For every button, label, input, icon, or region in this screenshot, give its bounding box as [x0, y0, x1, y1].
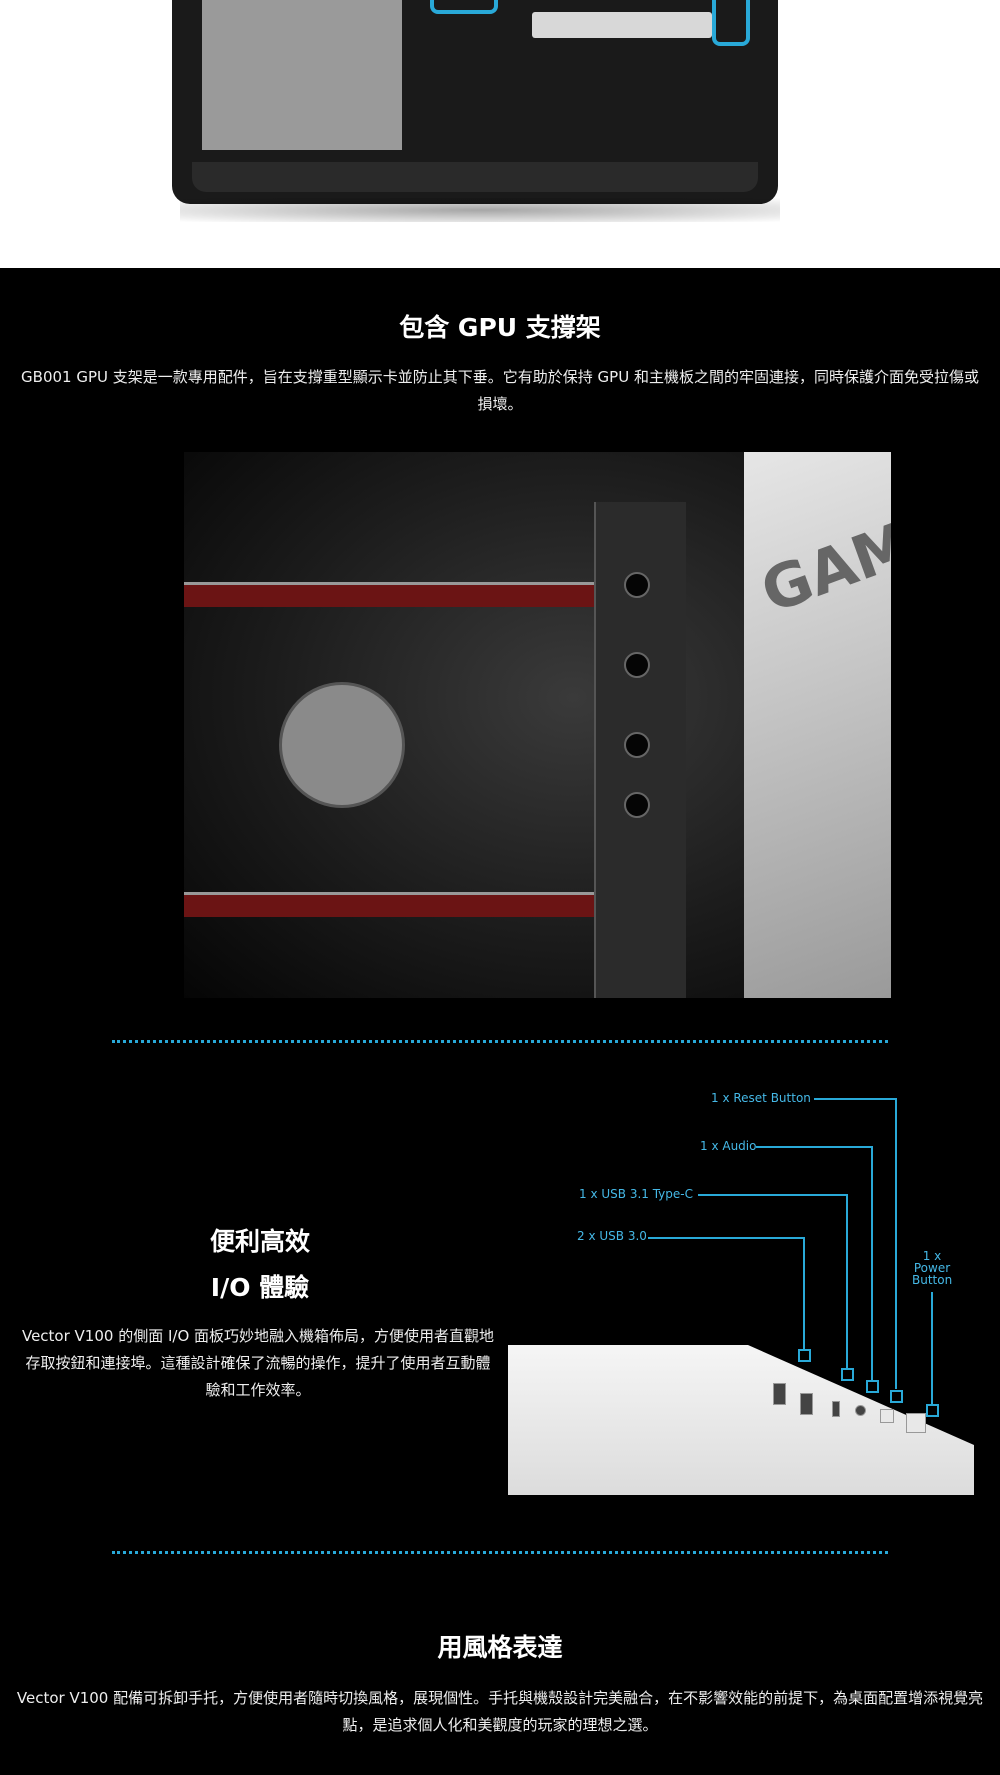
case-image-area	[0, 0, 1000, 268]
case-side-panel	[202, 0, 402, 150]
callout-usb30: 2 x USB 3.0	[577, 1229, 647, 1243]
io-panel-image	[508, 1345, 974, 1515]
case-base	[192, 162, 758, 192]
callout-line	[803, 1237, 805, 1349]
dotted-divider	[112, 1040, 888, 1043]
io-section-text: Vector V100 的側面 I/O 面板巧妙地融入機箱佈局，方便使用者直觀地…	[18, 1323, 498, 1404]
case-image	[172, 0, 778, 204]
dotted-divider-2	[112, 1551, 888, 1554]
case-shadow	[180, 198, 780, 222]
io-text-line-1: Vector V100 的側面 I/O 面板巧妙地融入機箱佈局，方便使用者直觀地	[21, 1327, 495, 1345]
io-text-line-2: 存取按鈕和連接埠。這種設計確保了流暢的操作，提升了使用者互動體	[25, 1354, 491, 1372]
callout-marker	[890, 1390, 903, 1403]
gpu-bracket-photo: GAMING	[184, 452, 891, 998]
callout-line	[756, 1146, 872, 1148]
bracket-hole	[624, 732, 650, 758]
callout-line	[648, 1237, 804, 1239]
style-section-title: 用風格表達	[437, 1633, 563, 1662]
style-text-line-1: Vector V100 配備可拆卸手托，方便使用者隨時切換風格，展現個性。手托與…	[16, 1689, 984, 1707]
callout-marker	[926, 1404, 939, 1417]
gpu-section-text: GB001 GPU 支架是一款專用配件，旨在支撐重型顯示卡並防止其下垂。它有助於…	[10, 364, 990, 418]
callout-power-line-1: 1 x	[922, 1249, 942, 1263]
callout-power: 1 x Power Button	[912, 1250, 952, 1286]
callout-power-line-3: Button	[912, 1273, 953, 1287]
callout-marker	[866, 1380, 879, 1393]
callout-marker	[798, 1349, 811, 1362]
callout-power-line-2: Power	[913, 1261, 951, 1275]
usb-port-icon	[800, 1393, 813, 1415]
style-section-text: Vector V100 配備可拆卸手托，方便使用者隨時切換風格，展現個性。手托與…	[10, 1685, 990, 1739]
style-text-line-2: 點，是追求個人化和美觀度的玩家的理想之選。	[342, 1716, 658, 1734]
pcie-slot	[184, 582, 604, 607]
gpu-card-shroud	[744, 452, 891, 998]
io-text-line-3: 驗和工作效率。	[205, 1381, 311, 1399]
callout-reset: 1 x Reset Button	[711, 1091, 811, 1105]
callout-line	[871, 1146, 873, 1380]
gpu-text-line-2: 損壞。	[477, 395, 523, 413]
pcie-slot-lower	[184, 892, 604, 917]
callout-line	[895, 1098, 897, 1389]
case-psu-shroud	[532, 12, 712, 38]
bracket-hole	[624, 652, 650, 678]
callout-marker	[841, 1368, 854, 1381]
io-panel-body	[508, 1345, 974, 1495]
bracket-hole	[624, 792, 650, 818]
callout-usb31: 1 x USB 3.1 Type-C	[579, 1187, 693, 1201]
case-cable-highlight	[430, 0, 498, 14]
cmos-battery	[279, 682, 405, 808]
callout-audio: 1 x Audio	[700, 1139, 757, 1153]
gpu-section-title: 包含 GPU 支撐架	[399, 313, 601, 342]
power-button-icon	[906, 1413, 926, 1433]
callout-line	[846, 1194, 848, 1368]
callout-line	[931, 1292, 933, 1404]
audio-jack-icon	[855, 1405, 866, 1416]
callout-line	[698, 1194, 847, 1196]
usb-c-port-icon	[832, 1401, 840, 1417]
usb-port-icon	[773, 1383, 786, 1405]
case-cable-highlight-right	[712, 0, 750, 46]
bracket-hole	[624, 572, 650, 598]
io-title-line-2: I/O 體驗	[210, 1273, 310, 1302]
callout-line	[814, 1098, 896, 1100]
io-title-line-1: 便利高效	[209, 1227, 310, 1256]
gpu-text-line-1: GB001 GPU 支架是一款專用配件，旨在支撐重型顯示卡並防止其下垂。它有助於…	[21, 368, 979, 386]
reset-button-icon	[880, 1409, 894, 1423]
